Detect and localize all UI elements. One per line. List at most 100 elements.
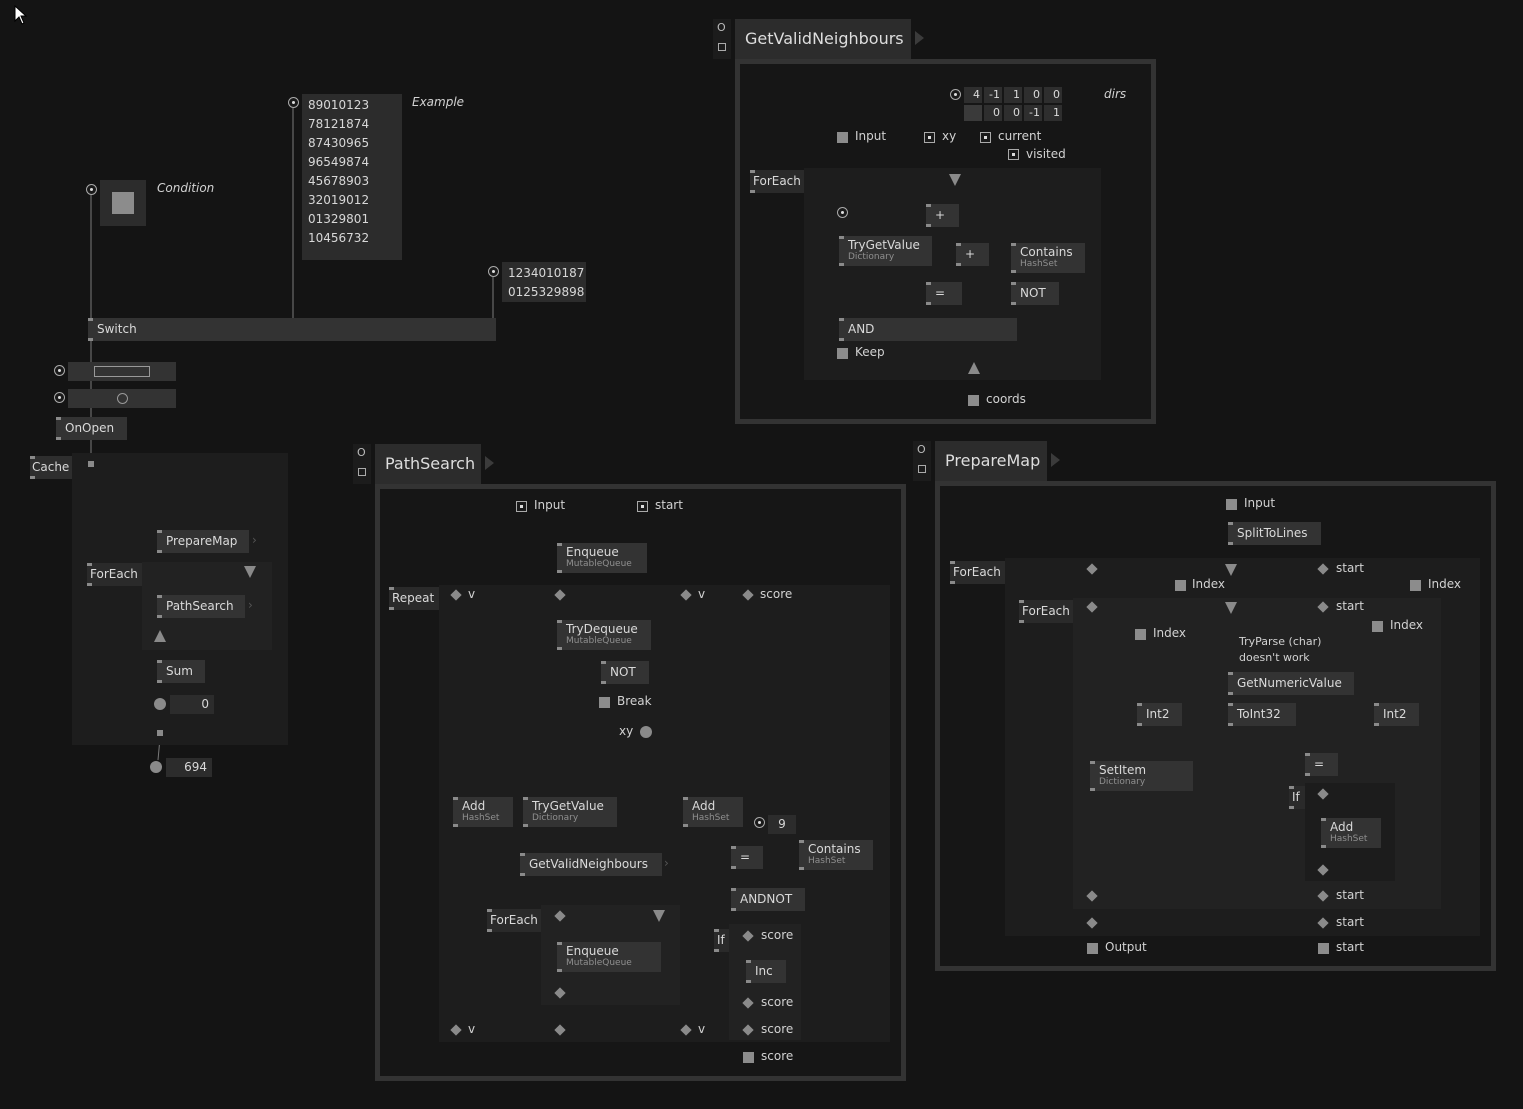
pm-equals-node[interactable]: = xyxy=(1305,753,1338,776)
ps-getvalidneighbours-node[interactable]: GetValidNeighbours xyxy=(520,853,662,876)
result-pin[interactable] xyxy=(150,761,162,773)
gvn-not-node[interactable]: NOT xyxy=(1011,282,1059,305)
node-subtitle: HashSet xyxy=(462,813,500,823)
pm-start3-label: start xyxy=(1336,888,1364,902)
pm-title[interactable]: PrepareMap xyxy=(935,441,1047,487)
dirs-cell: 4 xyxy=(964,87,982,103)
gvn-visited-label: visited xyxy=(1026,147,1066,161)
ps-equals-node[interactable]: = xyxy=(731,846,763,869)
ps-xy-pin[interactable] xyxy=(640,726,652,738)
ps-patch-controls[interactable]: O xyxy=(353,444,371,484)
gvn-keep-pin[interactable] xyxy=(837,348,848,359)
dirs-label: dirs xyxy=(1104,87,1127,101)
gvn-expand-icon[interactable] xyxy=(915,31,924,45)
ps-not-node[interactable]: NOT xyxy=(601,661,649,684)
ps-nine-pin[interactable] xyxy=(754,817,765,828)
gvn-plus-node[interactable]: + xyxy=(926,204,959,227)
pm-index4-pin[interactable] xyxy=(1372,621,1383,632)
ps-expand-icon[interactable] xyxy=(485,456,494,470)
gvn-foreach-pin[interactable] xyxy=(837,207,848,218)
node-subtitle: MutableQueue xyxy=(566,559,632,569)
condition-pin[interactable] xyxy=(86,184,97,195)
pm-splittolines-node[interactable]: SplitToLines xyxy=(1228,522,1321,545)
condition-toggle[interactable] xyxy=(100,180,146,226)
circle-toggle[interactable] xyxy=(68,389,176,408)
gvn-and-node[interactable]: AND xyxy=(839,318,1017,341)
ps-input-pin[interactable] xyxy=(516,501,527,512)
ps-break-pin[interactable] xyxy=(599,697,610,708)
sum-input-pin[interactable] xyxy=(154,698,166,710)
sum-value[interactable]: 0 xyxy=(170,695,214,714)
ps-score-final-pin[interactable] xyxy=(743,1052,754,1063)
ps-input-label: Input xyxy=(534,498,566,512)
bang-button[interactable] xyxy=(68,362,176,381)
toggle-pin[interactable] xyxy=(54,392,65,403)
pm-index2-pin[interactable] xyxy=(1410,580,1421,591)
pm-int2a-node[interactable]: Int2 xyxy=(1137,703,1182,726)
gvn-visited-pin[interactable] xyxy=(1008,149,1019,160)
ps-title[interactable]: PathSearch xyxy=(375,444,481,490)
input-pin[interactable] xyxy=(488,266,499,277)
input-text[interactable]: 1234010187 0125329898 xyxy=(502,262,586,302)
pm-input-pin[interactable] xyxy=(1226,499,1237,510)
pm-open-button[interactable]: O xyxy=(917,443,926,456)
gvn-coords-pin[interactable] xyxy=(968,395,979,406)
pm-expand-icon[interactable] xyxy=(1051,453,1060,467)
pm-comment: TryParse (char) doesn't work xyxy=(1239,635,1322,664)
ps-if-score-out-label: score xyxy=(761,995,794,1009)
pm-toint32-node[interactable]: ToInt32 xyxy=(1228,703,1296,726)
pm-index3-label: Index xyxy=(1153,626,1187,640)
preparemap-node[interactable]: PrepareMap xyxy=(157,530,249,553)
ps-open-button[interactable]: O xyxy=(357,446,366,459)
gvn-input-pin[interactable] xyxy=(837,132,848,143)
gvn-xy-pin[interactable] xyxy=(924,132,935,143)
ps-nine-value[interactable]: 9 xyxy=(768,815,796,834)
pm-getnumericvalue-node[interactable]: GetNumericValue xyxy=(1228,672,1354,695)
gvn-open-button[interactable]: O xyxy=(717,21,726,34)
bang-pin[interactable] xyxy=(54,365,65,376)
node-title: Add xyxy=(692,799,716,813)
pm-start5-label: start xyxy=(1336,940,1364,954)
sum-node[interactable]: Sum xyxy=(157,660,205,683)
dirs-cell: 1 xyxy=(1044,105,1062,121)
dirs-pin[interactable] xyxy=(950,89,961,100)
pm-index1-label: Index xyxy=(1192,577,1226,591)
gvn-patch-controls[interactable]: O xyxy=(713,19,731,59)
gvn-pin-icon xyxy=(718,43,726,51)
example-line: 96549874 xyxy=(308,155,370,169)
switch-node[interactable]: Switch xyxy=(88,318,496,341)
example-input[interactable]: 89010123 78121874 87430965 96549874 4567… xyxy=(302,94,402,260)
pm-start5-pin[interactable] xyxy=(1318,943,1329,954)
node-subtitle: HashSet xyxy=(808,856,846,866)
dirs-table[interactable]: 4 -1 1 0 0 0 0 -1 1 xyxy=(964,87,1062,121)
node-subtitle: HashSet xyxy=(1020,259,1058,269)
pm-start2-label: start xyxy=(1336,599,1364,613)
gvn-current-pin[interactable] xyxy=(980,132,991,143)
gvn-equals-node[interactable]: = xyxy=(926,282,962,305)
ps-andnot-node[interactable]: ANDNOT xyxy=(731,888,805,911)
ps-start-pin[interactable] xyxy=(637,501,648,512)
ps-v-out-label: v xyxy=(468,1022,476,1036)
pm-output-pin[interactable] xyxy=(1087,943,1098,954)
pm-index3-pin[interactable] xyxy=(1135,629,1146,640)
ps-inc-node[interactable]: Inc xyxy=(746,960,786,983)
onopen-node[interactable]: OnOpen xyxy=(56,417,127,440)
gvn-plus2-node[interactable]: + xyxy=(956,243,989,266)
pm-index1-pin[interactable] xyxy=(1175,580,1186,591)
pm-patch-controls[interactable]: O xyxy=(913,441,931,481)
pm-int2b-node[interactable]: Int2 xyxy=(1374,703,1419,726)
gvn-title[interactable]: GetValidNeighbours xyxy=(735,19,911,65)
example-pin[interactable] xyxy=(288,97,299,108)
pathsearch-node[interactable]: PathSearch xyxy=(157,595,245,618)
